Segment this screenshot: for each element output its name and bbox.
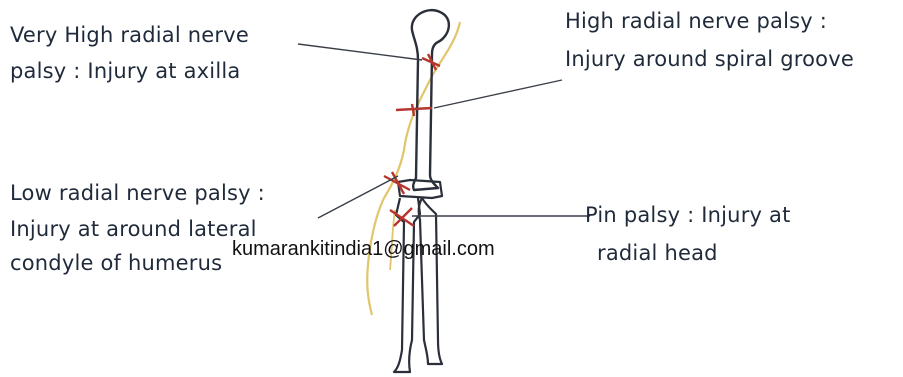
watermark-email: kumarankitindia1@gmail.com [232, 238, 495, 261]
label-low-line2: Injury at around lateral [10, 214, 265, 244]
ulna-bone [419, 198, 442, 364]
label-very-high-line2: palsy : Injury at axilla [10, 56, 249, 86]
label-pin-palsy: Pin palsy : Injury at radial head [585, 200, 791, 268]
label-very-high-palsy: Very High radial nerve palsy : Injury at… [10, 20, 249, 86]
humerus-bone [412, 10, 449, 190]
label-high-palsy: High radial nerve palsy : Injury around … [565, 6, 854, 74]
injury-mark-spiral-groove [396, 104, 432, 116]
label-low-line3: condyle of humerus [10, 248, 265, 278]
label-high-line1: High radial nerve palsy : [565, 6, 854, 36]
label-high-line2: Injury around spiral groove [565, 44, 854, 74]
label-pin-line1: Pin palsy : Injury at [585, 200, 791, 230]
leader-line-high [434, 80, 562, 108]
label-low-palsy: Low radial nerve palsy : Injury at aroun… [10, 178, 265, 278]
radial-nerve-upper [384, 22, 460, 198]
radius-bone [394, 198, 420, 372]
label-pin-line2: radial head [585, 238, 791, 268]
label-low-line1: Low radial nerve palsy : [10, 178, 265, 208]
label-very-high-line1: Very High radial nerve [10, 20, 249, 50]
leader-line-low [318, 176, 398, 218]
leader-line-very-high [298, 44, 422, 60]
